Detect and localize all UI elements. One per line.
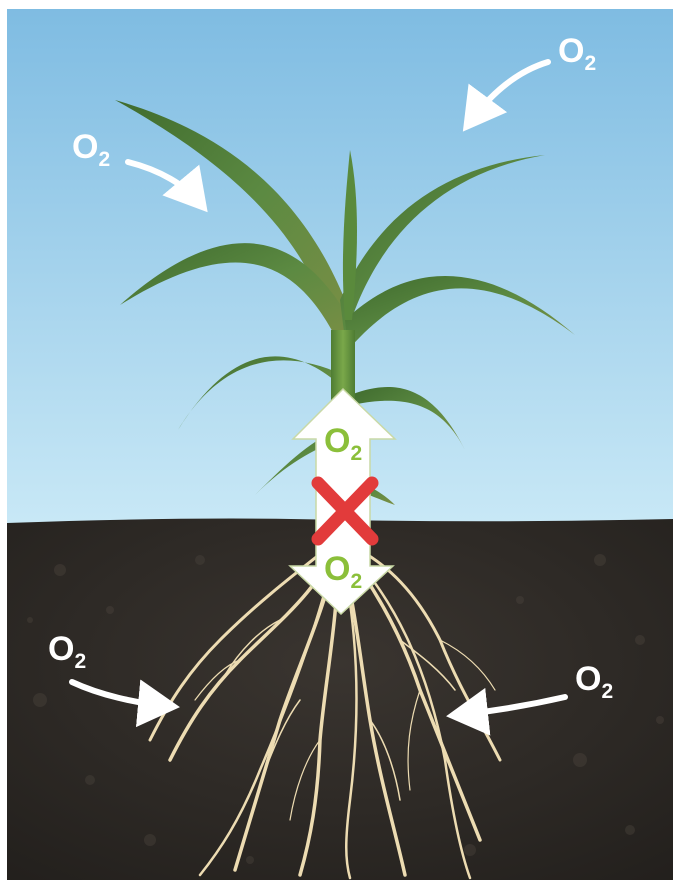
oxygen-diagram: O2 O2 O2 O2 O2 O2	[0, 0, 673, 880]
